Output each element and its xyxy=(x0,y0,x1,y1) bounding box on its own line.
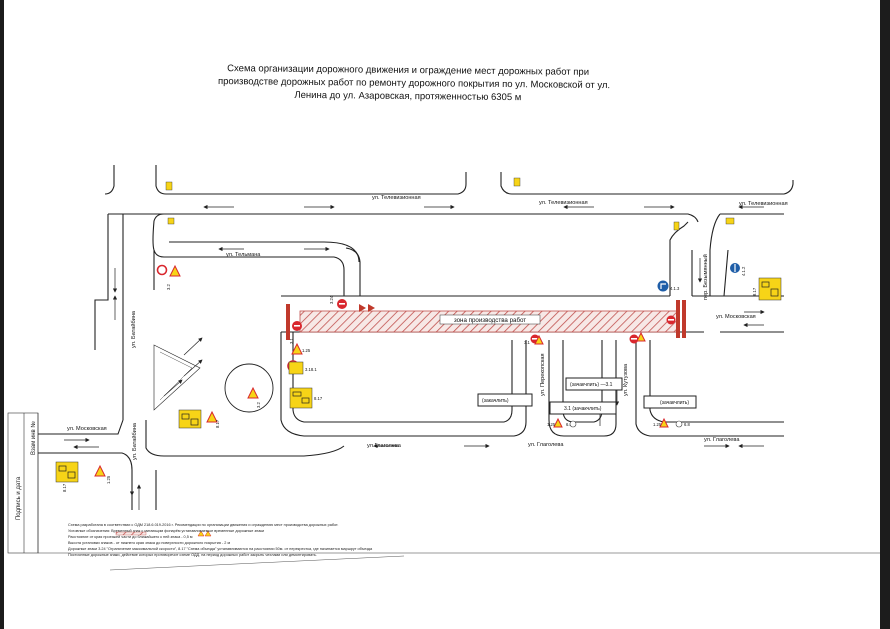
roadworks-warning-icon xyxy=(291,342,303,355)
sign-code: 1.25 xyxy=(653,422,662,427)
street-label-glagoleva-2: ул. Глаголева xyxy=(528,442,564,448)
note-line-3: Расстояние от края проезжей части до бли… xyxy=(68,535,193,539)
sign-code: 1.25 xyxy=(547,422,556,427)
detour-sign-icon xyxy=(55,461,79,483)
street-label-perekopskaya: ул. Перекопская xyxy=(540,353,546,396)
street-label-televizionnaya-2: ул. Телевизионная xyxy=(539,200,588,206)
detour-sign-icon xyxy=(758,277,782,301)
legend-sign-swatch xyxy=(204,530,212,537)
roadworks-warning-icon xyxy=(553,417,563,428)
small-sign-icon xyxy=(165,181,173,191)
work-zone-label-box xyxy=(439,314,541,325)
sign-code: 3.24 xyxy=(329,295,334,304)
scheme-sheet: Схема организации дорожного движения и о… xyxy=(4,0,880,629)
detour-sign-icon xyxy=(178,409,202,429)
street-label-moskovskaya-right: ул. Московская xyxy=(716,314,756,320)
traffic-arrows xyxy=(64,204,765,510)
street-label-glagoleva-1: ул.Глаголева xyxy=(367,443,402,449)
road-outlines xyxy=(38,165,794,510)
sign-code: 8.17 xyxy=(62,483,67,492)
street-label-telmana: ул. Тельмана xyxy=(226,252,261,258)
sign-code: 4.1.2 xyxy=(741,266,746,276)
sign-code: 3.18.1 xyxy=(305,367,317,372)
roadworks-warning-icon xyxy=(94,464,106,477)
sign-code: 8.17 xyxy=(314,396,323,401)
sign-code: 1.25 xyxy=(106,475,111,484)
roadworks-warning-icon xyxy=(247,386,259,399)
sign-code: 1.25 xyxy=(302,348,311,353)
street-label-televizionnaya-1: ул. Телевизионная xyxy=(372,195,421,201)
small-sign-icon xyxy=(673,221,680,231)
barriers xyxy=(286,300,686,340)
turn-arrow-sign-icon xyxy=(288,361,304,375)
sign-code: 3.2 xyxy=(256,402,261,408)
small-sign-icon xyxy=(725,217,735,225)
street-label-batalnaya-2: ул. Батайбина xyxy=(131,422,138,460)
note-line-4: Высота установки знаков - от нижнего кра… xyxy=(68,541,231,545)
closure-box-1-text: (закачлить) xyxy=(482,398,509,404)
closure-box-3 xyxy=(549,401,617,415)
street-labels: ул. Телевизионная ул. Телевизионная ул. … xyxy=(67,195,788,460)
closure-box-1 xyxy=(477,393,533,407)
closure-box-3-text: 3.1 (зачакчлить) xyxy=(564,406,602,412)
inventory-number-label: Взам инв № xyxy=(31,421,37,455)
closure-box-4 xyxy=(643,395,697,409)
small-sign-icon xyxy=(513,177,521,187)
work-zone-label: зона производства работ xyxy=(454,317,526,324)
roadworks-warning-icon xyxy=(534,334,544,345)
roadworks-warning-icon xyxy=(206,410,218,423)
street-label-moskovskaya-left: ул. Московская xyxy=(67,426,107,432)
sign-code: 3.1 xyxy=(289,338,294,344)
street-label-televizionnaya-3: ул. Телевизионная xyxy=(739,201,788,207)
note-line-2: Условные обозначения: Временный знак с м… xyxy=(68,529,265,533)
speed-limit-icon xyxy=(156,264,168,276)
sign-code: 6.8 xyxy=(566,422,572,427)
sign-code: 3.1 xyxy=(524,340,530,345)
signal-lamp-icon xyxy=(569,420,577,428)
closure-box-4-text: (зачакчлить) xyxy=(660,400,689,406)
road-scheme-drawing: зона производства работ ул. Телевизионна… xyxy=(7,165,880,571)
legend-hatch-swatch xyxy=(115,531,147,536)
note-line-1: Схема разработана в соответствии с ОДМ 2… xyxy=(68,523,339,527)
roadworks-signs xyxy=(94,264,669,477)
legend-sign-swatch xyxy=(197,530,205,537)
scheme-notes: Схема разработана в соответствии с ОДМ 2… xyxy=(68,522,408,558)
sign-code: 3.2 xyxy=(166,284,171,290)
sign-code: 8.17 xyxy=(752,287,757,296)
sign-code: 4.1.3 xyxy=(670,286,680,291)
detour-signs xyxy=(55,177,782,483)
closure-boxes: (закачлить) (зачакчлить) —3.1 3.1 (зачак… xyxy=(477,377,697,415)
street-label-kutuzova: ул. Кутузова xyxy=(623,363,629,396)
turn-right-icon xyxy=(657,280,669,292)
signature-date-label: Подпись и дата xyxy=(16,476,22,520)
roadworks-warning-icon xyxy=(169,264,181,277)
note-line-5: Дорожные знаки 3.24 "Ограничение максима… xyxy=(68,547,373,551)
street-label-glagoleva-3: ул. Глаголева xyxy=(704,437,740,443)
street-label-bezymyanny: пер. Безымянный xyxy=(702,254,709,300)
closure-box-2-text: (зачакчлить) —3.1 xyxy=(570,382,613,388)
signal-lamp-icon xyxy=(675,420,683,428)
roadworks-warning-icon xyxy=(636,331,646,342)
roadworks-warning-icon xyxy=(659,417,669,428)
sign-code: 6.8 xyxy=(684,422,690,427)
note-line-6: Постоянные дорожные знаки, действие кото… xyxy=(68,553,317,557)
closure-box-2 xyxy=(565,377,623,391)
small-sign-icon xyxy=(167,217,175,225)
sign-code: 8.17 xyxy=(215,419,220,428)
street-label-batalnaya-1: ул. Батайбина xyxy=(130,310,137,348)
sign-code-labels: 3.2 3.18.1 8.17 4.1.3 4.1.2 8.17 1.25 3.… xyxy=(62,266,757,492)
